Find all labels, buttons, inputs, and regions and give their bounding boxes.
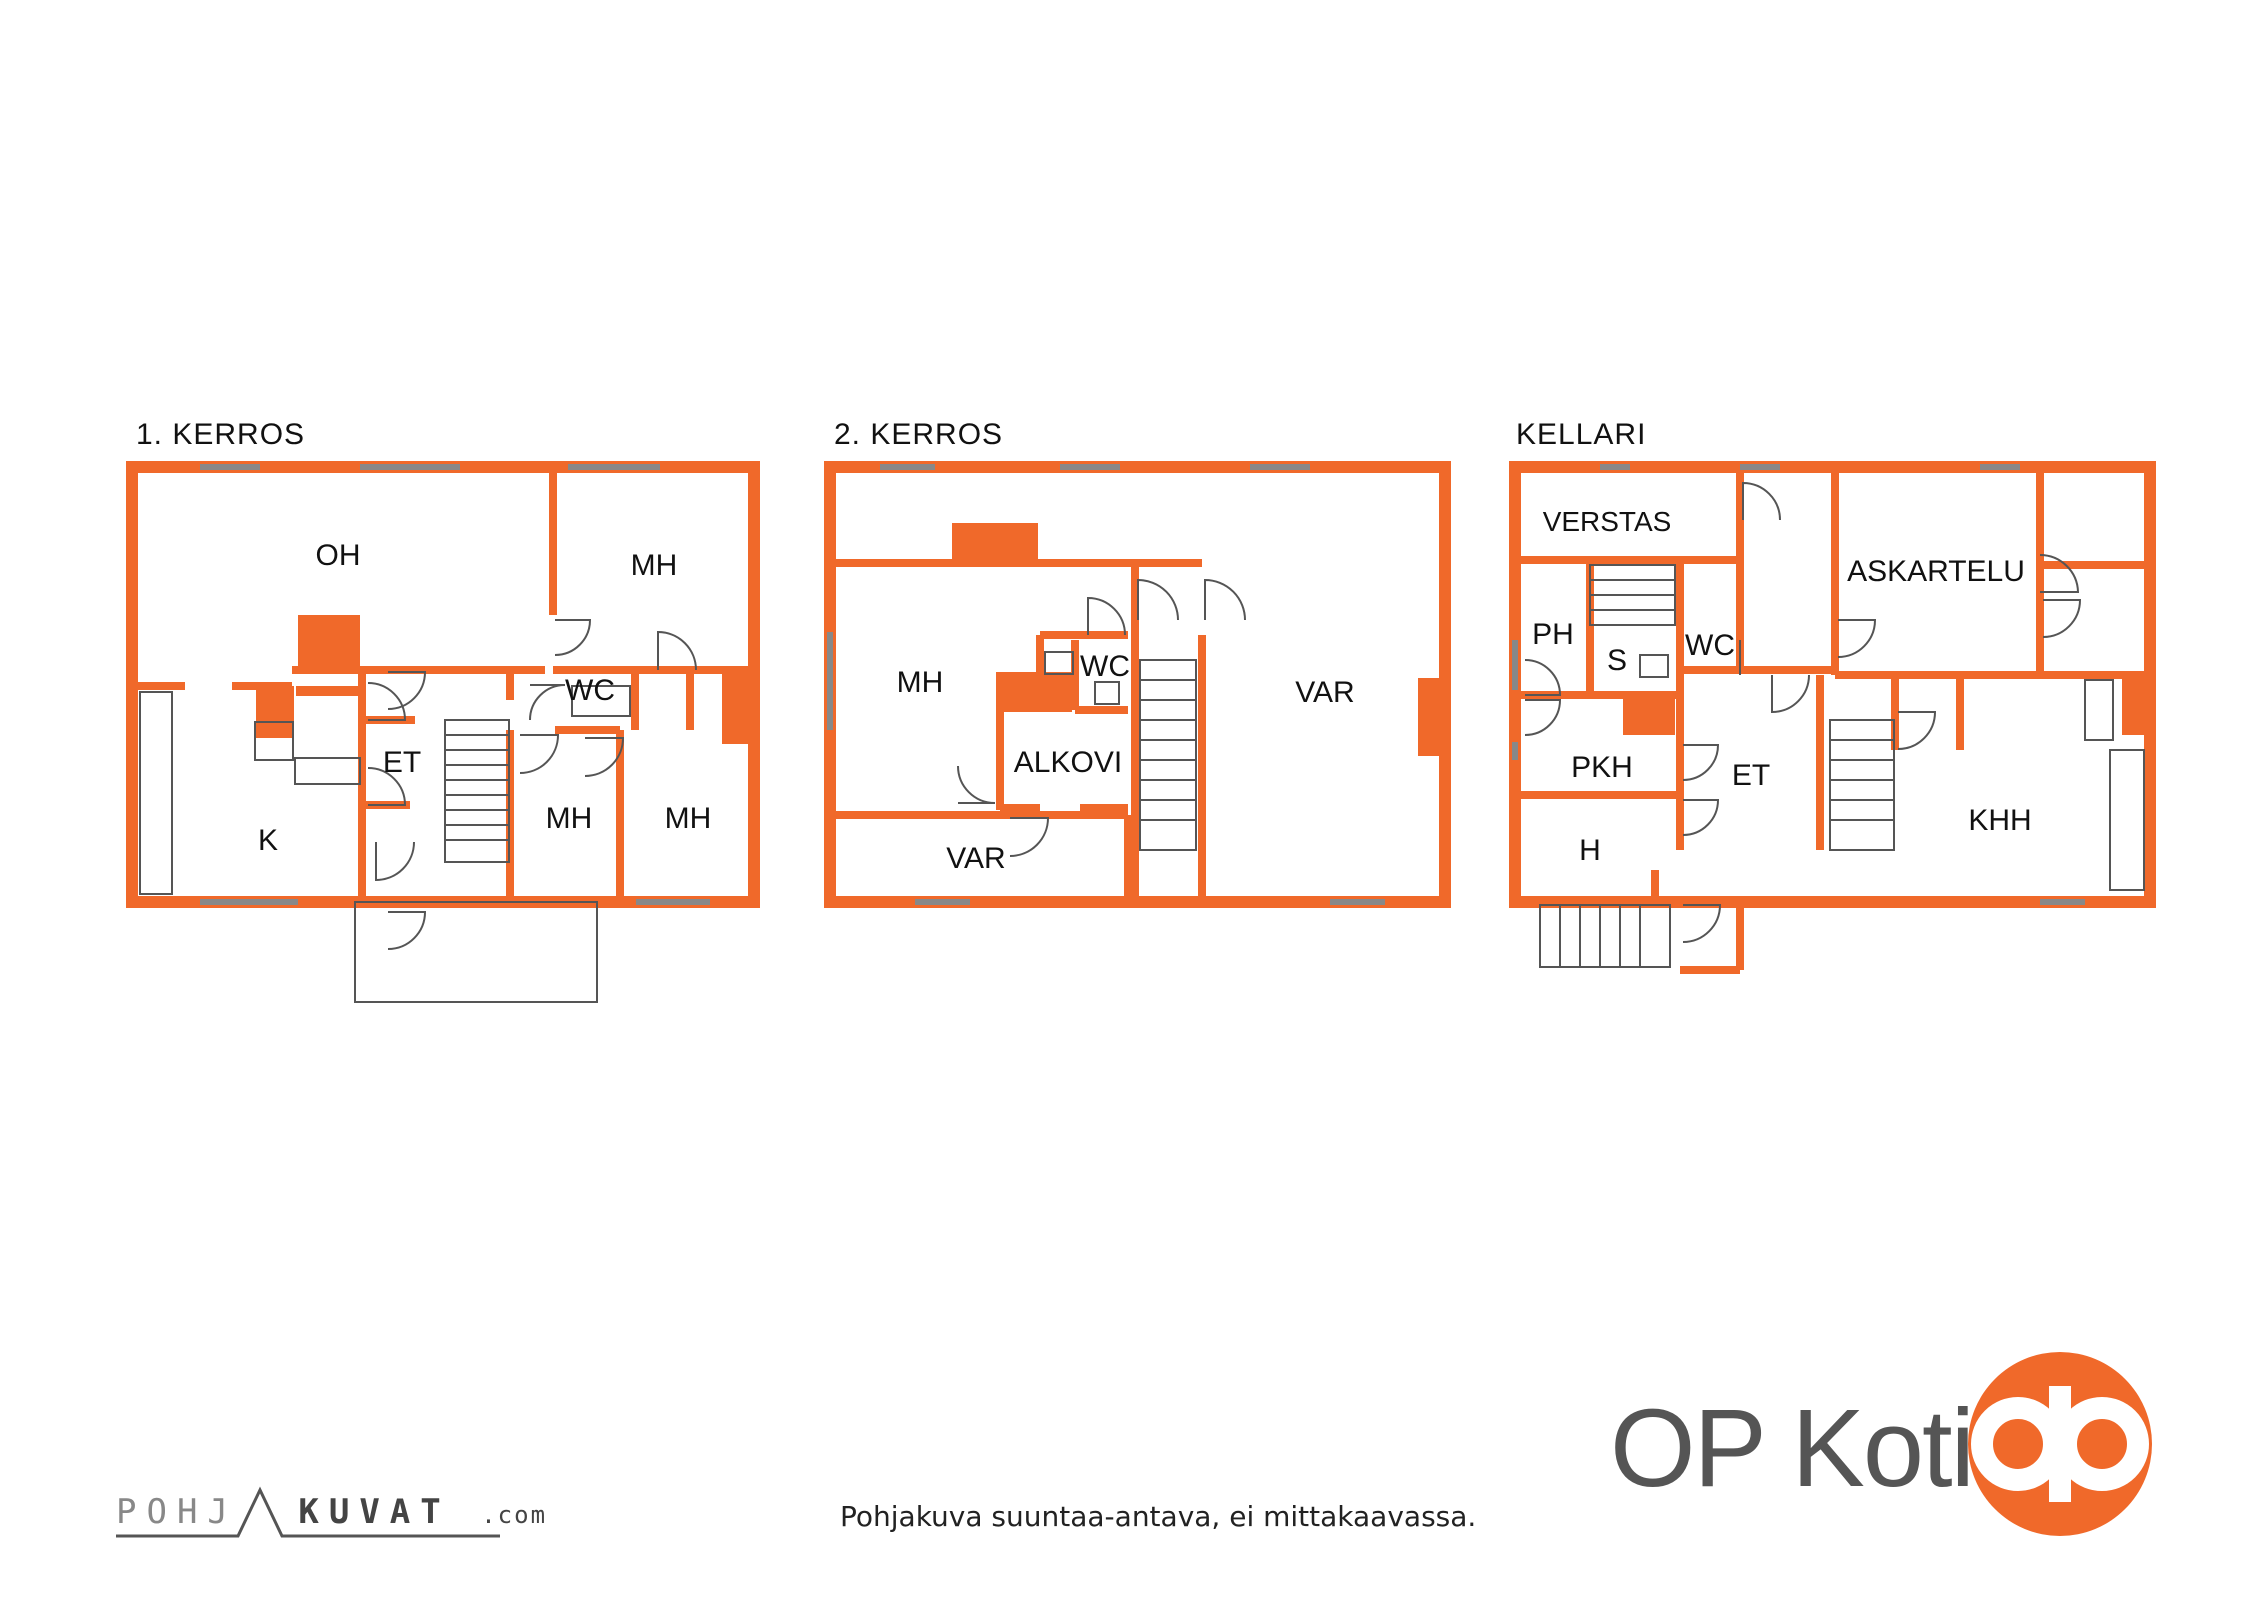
room-label: KHH: [1968, 804, 2031, 837]
chimney-1: [298, 615, 360, 671]
room-label: K: [258, 824, 278, 857]
stairs-1: [444, 719, 510, 863]
room-label: PKH: [1571, 751, 1633, 784]
wardrobe: [139, 691, 173, 895]
room-label: VERSTAS: [1543, 506, 1672, 537]
room-label: WC: [1080, 650, 1130, 683]
brand-name: OP Koti: [1610, 1387, 1975, 1510]
stove-icon: [254, 721, 294, 761]
chimney-3: [1623, 695, 1675, 735]
room-label: MH: [631, 549, 678, 582]
room-label: ALKOVI: [1014, 746, 1122, 779]
room-label: VAR: [1295, 676, 1354, 709]
room-label: MH: [897, 666, 944, 699]
credit-right: KUVAT: [298, 1492, 451, 1532]
stairs-2: [1139, 659, 1197, 851]
floor-title-2: 2. KERROS: [834, 418, 1004, 451]
room-label: MH: [665, 802, 712, 835]
room-label: ET: [1732, 759, 1770, 792]
room-label: H: [1579, 834, 1601, 867]
room-label: ASKARTELU: [1847, 555, 2025, 588]
room-label: WC: [1685, 629, 1735, 662]
credit-logo-line: [116, 1486, 500, 1538]
credit-logo: POHJ KUVAT .com: [116, 1492, 547, 1532]
terrace: [354, 901, 598, 1003]
room-label: PH: [1532, 618, 1574, 651]
appliance: [2084, 679, 2114, 741]
room-label: WC: [565, 674, 615, 707]
floor-title-basement: KELLARI: [1516, 418, 1647, 451]
sink-icon: [294, 757, 361, 785]
floor-plan-1: [126, 461, 760, 908]
outdoor-stairs: [1539, 904, 1671, 968]
credit-suffix: .com: [481, 1501, 548, 1529]
credit-left: POHJ: [116, 1492, 238, 1532]
counter: [2109, 749, 2145, 891]
room-label: S: [1607, 644, 1627, 677]
heater-icon: [1639, 654, 1669, 678]
disclaimer: Pohjakuva suuntaa-antava, ei mittakaavas…: [840, 1500, 1477, 1533]
chimney-2: [952, 523, 1038, 563]
floor-title-1: 1. KERROS: [136, 418, 306, 451]
room-label: OH: [316, 539, 361, 572]
room-label: VAR: [946, 842, 1005, 875]
room-label: ET: [383, 746, 421, 779]
room-label: MH: [546, 802, 593, 835]
stairs-basement: [1829, 719, 1895, 851]
op-logo-icon: [1968, 1352, 2152, 1536]
